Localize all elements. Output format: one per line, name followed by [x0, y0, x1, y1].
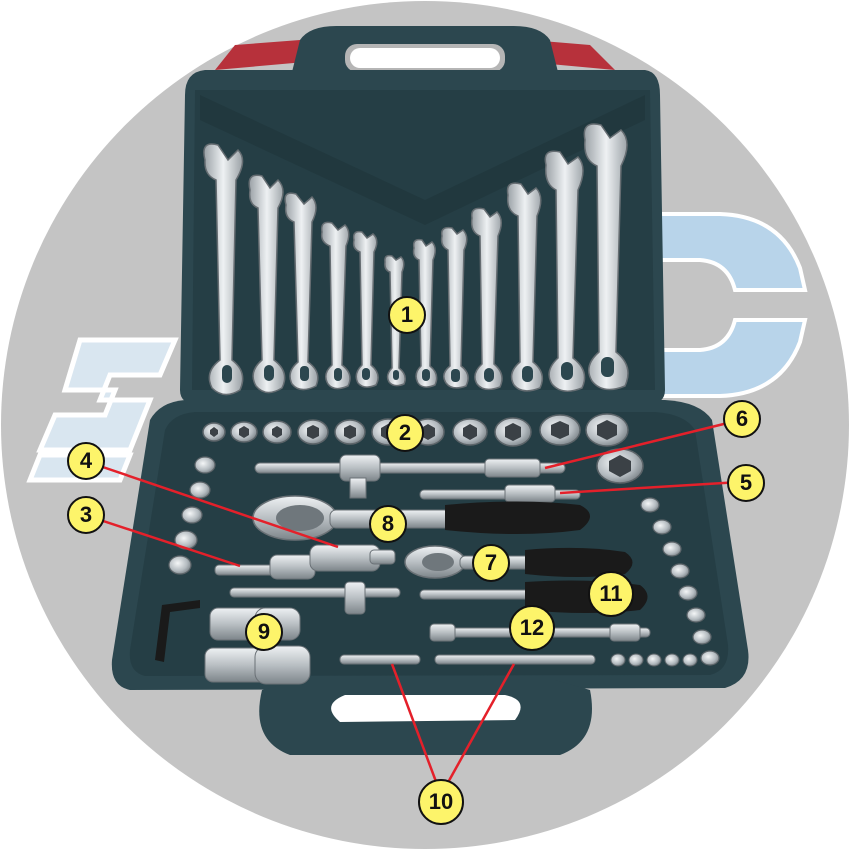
universal-joint — [214, 544, 396, 580]
callout-leader-lines — [87, 418, 741, 796]
bit-socket-row — [610, 653, 698, 667]
socket-column-left — [168, 456, 216, 575]
callout-5: 5 — [727, 464, 765, 502]
hex-key — [155, 600, 200, 662]
ratchet-handle-large — [252, 495, 590, 541]
callout-4: 4 — [67, 442, 105, 480]
socket-column-right — [640, 497, 720, 666]
socket-row-top — [202, 413, 644, 484]
callout-11: 11 — [588, 571, 634, 617]
sliding-t-bar — [254, 454, 566, 499]
callout-2: 2 — [386, 414, 424, 452]
callout-9: 9 — [245, 613, 283, 651]
t-handle-bar — [229, 581, 401, 615]
case-bottom-handle — [259, 680, 592, 755]
extension-bars-short — [339, 654, 596, 665]
callout-6: 6 — [723, 400, 761, 438]
case-clip-left — [215, 40, 305, 70]
combination-wrench-set — [203, 123, 629, 396]
callout-12: 12 — [509, 605, 555, 651]
background-logo — [26, 212, 808, 483]
case-top-handle — [290, 25, 560, 80]
callout-3: 3 — [67, 496, 105, 534]
callout-1: 1 — [388, 296, 426, 334]
callout-7: 7 — [472, 544, 510, 582]
callout-10: 10 — [418, 779, 464, 825]
ratchet-handle-small — [404, 545, 633, 579]
callout-8: 8 — [369, 505, 407, 543]
